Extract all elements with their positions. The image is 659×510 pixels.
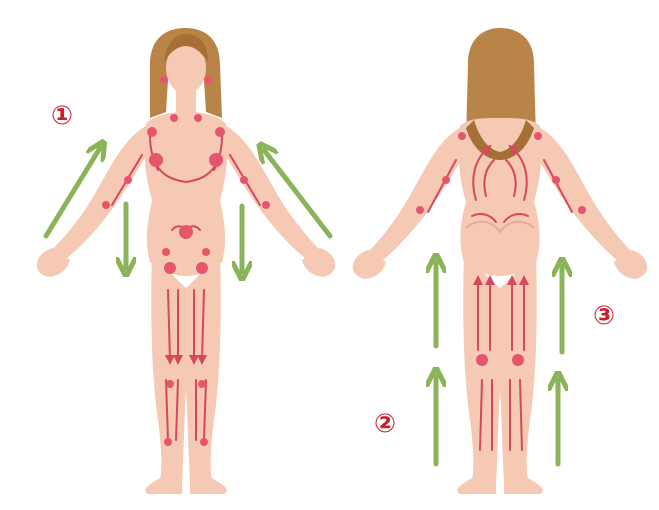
step-label-1: ① xyxy=(51,103,73,129)
front-lymph-lines xyxy=(112,136,260,440)
back-right-leg xyxy=(498,255,537,482)
back-torso xyxy=(458,118,541,276)
front-right-arm xyxy=(222,126,322,262)
front-figure xyxy=(37,28,335,494)
back-right-foot xyxy=(504,478,543,494)
back-right-arm xyxy=(534,128,634,264)
front-left-foot xyxy=(145,478,182,494)
step-label-3: ③ xyxy=(593,303,615,329)
front-torso xyxy=(144,112,227,276)
back-left-arm xyxy=(366,128,466,264)
back-left-leg xyxy=(463,255,502,482)
front-left-leg xyxy=(151,255,188,482)
front-right-leg xyxy=(184,255,221,482)
back-left-foot xyxy=(457,478,496,494)
back-figure xyxy=(353,28,647,494)
front-right-foot xyxy=(190,478,227,494)
step-label-2: ② xyxy=(374,411,396,437)
